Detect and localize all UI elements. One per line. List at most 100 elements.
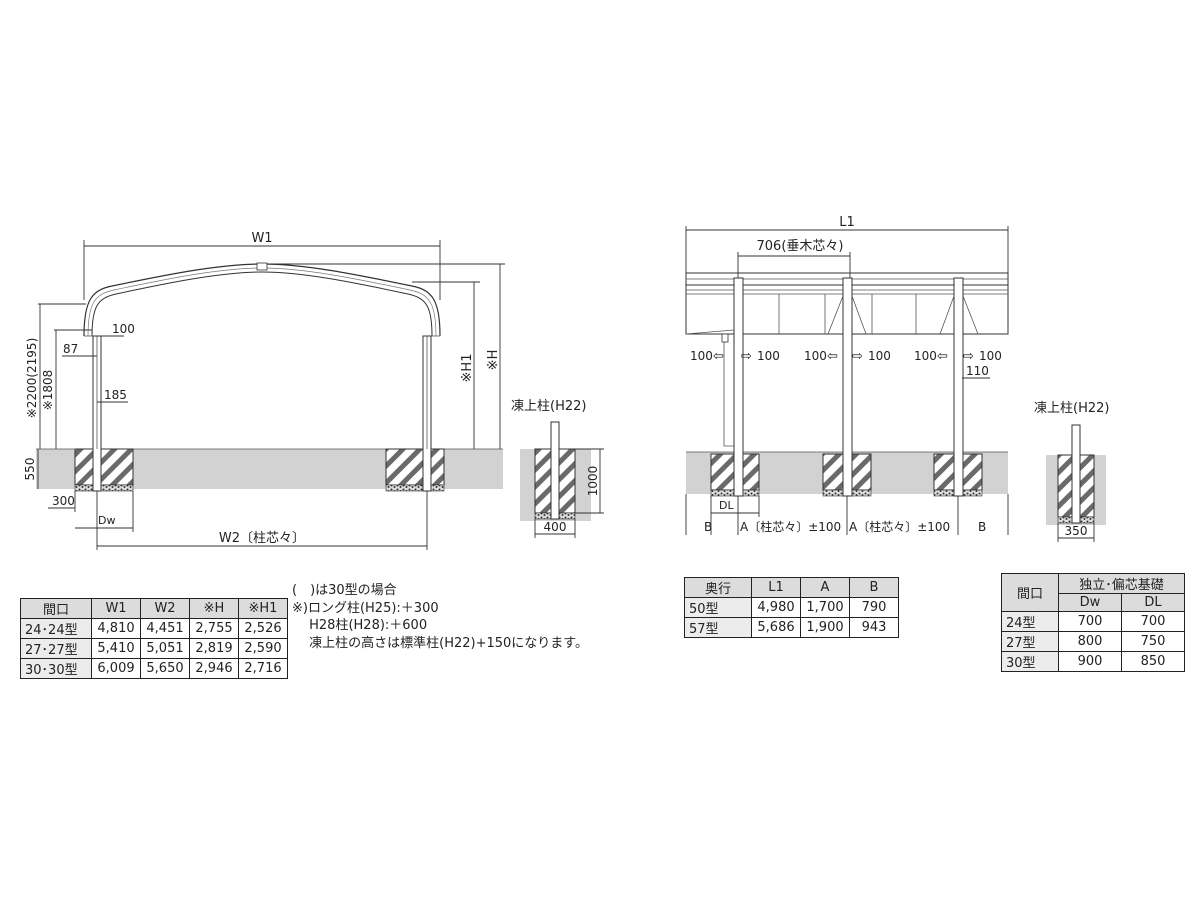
table-cell: 750 [1121, 631, 1185, 652]
side-post-shaft-1 [733, 277, 744, 497]
table-cell: 900 [1058, 651, 1122, 672]
note-line: H28柱(H28):＋600 [292, 618, 428, 633]
roof-arch-mid [87, 267, 437, 337]
col-header: ※H1 [238, 598, 288, 619]
table-cell: 5,650 [140, 658, 190, 679]
col-header: B [849, 577, 899, 598]
dim-dl: DL [719, 499, 734, 512]
gravel-right [385, 484, 445, 492]
table-cell: 790 [849, 597, 899, 618]
table-cell: 27型 [1001, 631, 1059, 652]
dim-w1: W1 [251, 231, 272, 246]
side-post-shaft-2 [842, 277, 853, 497]
col-header: 奥行 [684, 577, 752, 598]
note-line: ※)ロング柱(H25):＋300 [292, 600, 439, 616]
side-bracket-1 [721, 333, 729, 343]
table-row: 30･30型 6,009 5,650 2,946 2,716 [20, 658, 288, 679]
table-row: 50型 4,980 1,700 790 [684, 597, 899, 618]
table-cell: 4,980 [751, 597, 801, 618]
table-cell: 57型 [684, 617, 752, 638]
table-cell: 24型 [1001, 611, 1059, 632]
dim-a-span-2: A〔柱芯々〕±100 [849, 519, 950, 534]
offset-100-r3: 100 [979, 349, 1002, 363]
offset-100-l1: 100 [690, 349, 713, 363]
table-header-row: 間口 W1 W2 ※H ※H1 [20, 598, 288, 619]
table-cell: 2,526 [238, 618, 288, 639]
arrow-right-3: ⇨ [963, 349, 974, 364]
dim-110: 110 [966, 364, 989, 378]
col-header: W1 [91, 598, 141, 619]
dim-185: 185 [104, 388, 127, 402]
col-header: A [800, 577, 850, 598]
roof-arch-outer [83, 263, 441, 337]
col-header: 間口 [20, 598, 92, 619]
arrow-right-2: ⇨ [852, 349, 863, 364]
dim-h1: ※H1 [460, 354, 475, 383]
table-cell: 4,451 [140, 618, 190, 639]
col-header: ※H [189, 598, 239, 619]
table-cell: 1,900 [800, 617, 850, 638]
side-post-2 [822, 277, 872, 497]
col-header: Dw [1058, 593, 1122, 612]
roof-arch-inner [91, 271, 433, 337]
table-cell: 2,755 [189, 618, 239, 639]
table-cell: 2,590 [238, 638, 288, 659]
table-cell: 30型 [1001, 651, 1059, 672]
table-cell: 5,410 [91, 638, 141, 659]
dim-dw: Dw [98, 514, 115, 527]
table-cell: 943 [849, 617, 899, 638]
col-header: L1 [751, 577, 801, 598]
table-cell: 5,051 [140, 638, 190, 659]
arrow-left-2: ⇦ [827, 349, 838, 364]
table-cell: 2,716 [238, 658, 288, 679]
note-line: 凍上柱の高さは標準柱(H22)+150になります。 [292, 635, 588, 651]
table-header-row: 間口 独立･偏芯基礎 [1001, 573, 1185, 612]
frost-depth-left: 1000 [586, 466, 600, 497]
dim-100: 100 [112, 322, 135, 336]
offset-100-l3: 100 [914, 349, 937, 363]
table-row: 27･27型 5,410 5,051 2,819 2,590 [20, 638, 288, 659]
table-header-row: 奥行 L1 A B [684, 577, 899, 598]
note-line: ( )は30型の場合 [292, 583, 397, 598]
dim-a-span-1: A〔柱芯々〕±100 [740, 519, 841, 534]
offset-100-l2: 100 [804, 349, 827, 363]
dim-300: 300 [52, 494, 75, 508]
col-header: W2 [140, 598, 190, 619]
dim-550: 550 [23, 458, 37, 481]
frost-post-left [550, 421, 560, 520]
ridge-cap [256, 262, 268, 271]
table-cell: 700 [1121, 611, 1185, 632]
arrow-left-3: ⇦ [937, 349, 948, 364]
table-cell: 1,700 [800, 597, 850, 618]
arrow-right-1: ⇨ [741, 349, 752, 364]
depth-table: 奥行 L1 A B 50型 4,980 1,700 790 57型 5,686 … [684, 577, 899, 638]
table-cell: 5,686 [751, 617, 801, 638]
frost-title-left: 凍上柱(H22) [511, 398, 586, 414]
frost-post-right [1071, 424, 1081, 524]
front-dimension-table: 間口 W1 W2 ※H ※H1 24･24型 4,810 4,451 2,755… [20, 598, 288, 679]
col-header: 間口 [1001, 573, 1059, 612]
table-cell: 6,009 [91, 658, 141, 679]
dim-height-total: ※2200(2195) [25, 338, 39, 419]
side-post-3 [933, 277, 983, 497]
table-cell: 800 [1058, 631, 1122, 652]
side-post-shaft-3 [953, 277, 964, 497]
table-cell: 4,810 [91, 618, 141, 639]
dim-rafter: 706(垂木芯々) [757, 239, 844, 254]
front-elevation: W1 ※H1 ※H ※2200(2195) ※1808 100 87 185 5… [23, 231, 505, 550]
dim-l1: L1 [839, 215, 855, 230]
table-row: 24型 700 700 [1001, 611, 1185, 632]
footing-right [385, 448, 445, 486]
side-post-1 [685, 277, 760, 497]
table-cell: 24･24型 [20, 618, 92, 639]
table-cell: 30･30型 [20, 658, 92, 679]
frost-width-right: 350 [1065, 524, 1088, 538]
foundation-table: 間口 独立･偏芯基礎 Dw DL 24型 700 700 27型 800 750… [1001, 573, 1185, 672]
table-cell: 850 [1121, 651, 1185, 672]
frost-width-left: 400 [544, 520, 567, 534]
frost-title-right: 凍上柱(H22) [1034, 400, 1109, 416]
table-row: 24･24型 4,810 4,451 2,755 2,526 [20, 618, 288, 639]
dim-b-right: B [978, 520, 986, 534]
col-header: DL [1121, 593, 1185, 612]
